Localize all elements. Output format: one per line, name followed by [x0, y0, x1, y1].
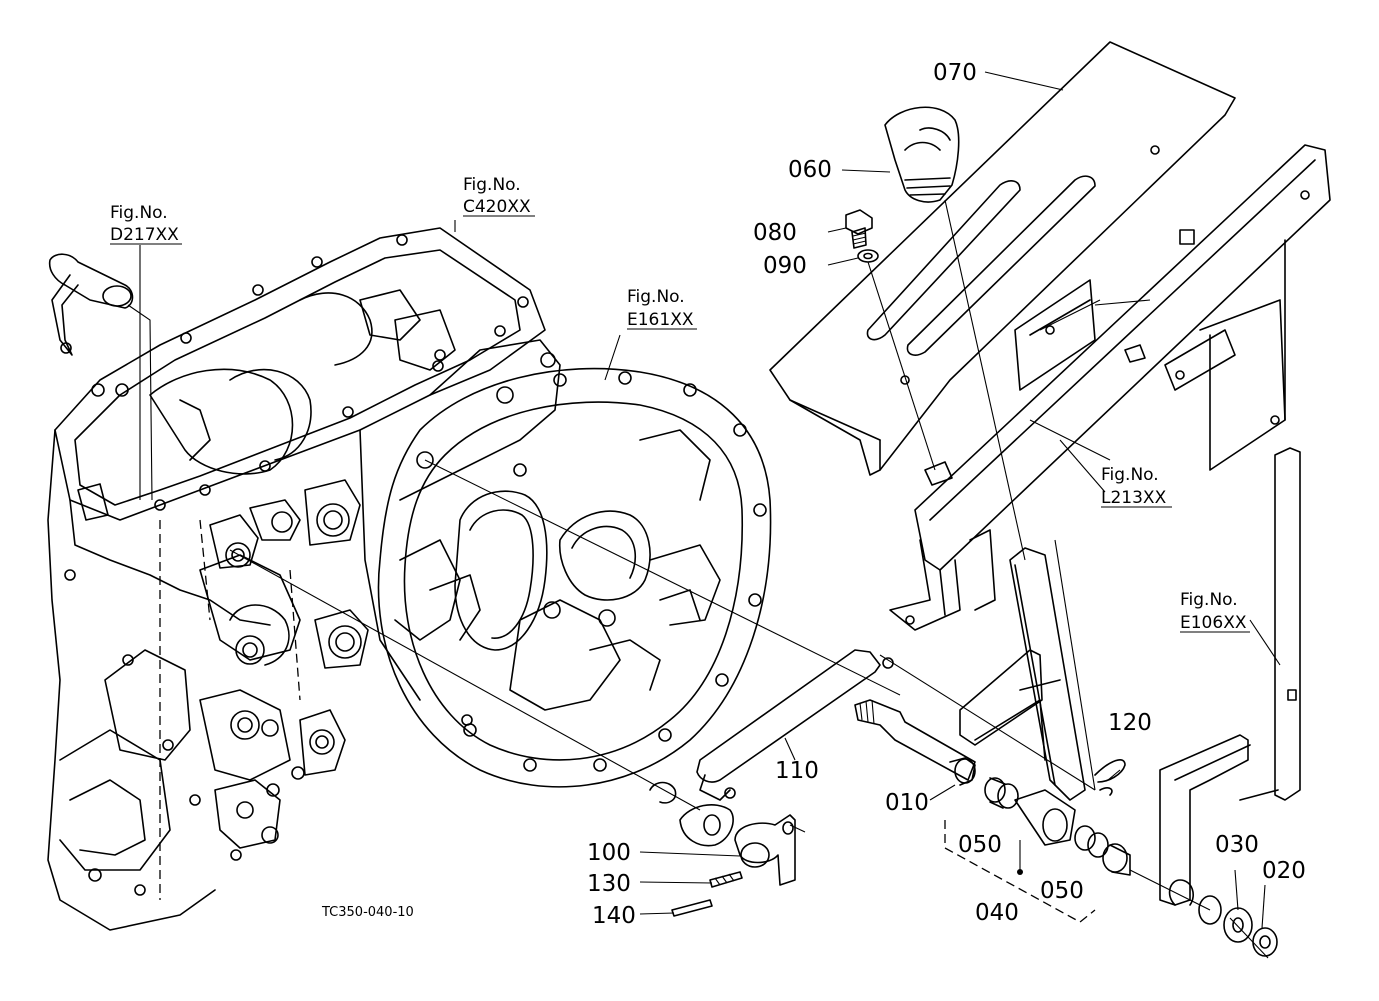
figure-reference-labels: Fig.No. D217XX Fig.No. C420XX Fig.No. E1…	[110, 175, 1250, 633]
part-number-130: 130	[587, 871, 631, 897]
figure-ref-label: Fig.No.	[463, 175, 521, 195]
part-number-110: 110	[775, 758, 819, 784]
figure-ref-l213xx: Fig.No. L213XX	[1101, 465, 1172, 508]
figure-ref-code: L213XX	[1101, 488, 1167, 508]
part-number-120: 120	[1108, 710, 1152, 736]
bolt-080-drawing	[845, 209, 879, 263]
part-number-040: 040	[975, 900, 1019, 926]
figure-ref-code: E161XX	[627, 310, 694, 330]
knob-060-drawing	[884, 106, 960, 203]
figure-ref-label: Fig.No.	[1101, 465, 1159, 485]
part-number-050: 050	[958, 832, 1002, 858]
part-number-100: 100	[587, 840, 631, 866]
lever-110-drawing	[649, 649, 894, 917]
part-number-030: 030	[1215, 832, 1259, 858]
figure-ref-code: D217XX	[110, 225, 179, 245]
shift-lever-d217-drawing	[48, 253, 134, 356]
pedal-arm-040-drawing	[959, 547, 1131, 876]
part-number-140: 140	[592, 903, 636, 929]
part-number-080: 080	[753, 220, 797, 246]
shaft-010-drawing	[854, 699, 1019, 809]
part-number-070: 070	[933, 60, 977, 86]
figure-ref-label: Fig.No.	[110, 203, 168, 223]
figure-ref-code: E106XX	[1180, 613, 1247, 633]
part-number-020: 020	[1262, 858, 1306, 884]
figure-ref-e161xx: Fig.No. E161XX	[627, 287, 697, 330]
figure-ref-e106xx: Fig.No. E106XX	[1180, 590, 1250, 633]
figure-ref-c420xx: Fig.No. C420XX	[463, 175, 535, 217]
figure-ref-code: C420XX	[463, 197, 531, 217]
transmission-case-drawing	[47, 227, 561, 931]
figure-ref-d217xx: Fig.No. D217XX	[110, 203, 182, 245]
part-number-010: 010	[885, 790, 929, 816]
part-number-labels: 070 060 080 090 120 110 010 050 050 040 …	[587, 60, 1306, 929]
part-number-050: 050	[1040, 878, 1084, 904]
part-number-060: 060	[788, 157, 832, 183]
figure-ref-label: Fig.No.	[1180, 590, 1238, 610]
part-number-090: 090	[763, 253, 807, 279]
cover-plate-070-drawing	[769, 41, 1236, 486]
figure-ref-label: Fig.No.	[627, 287, 685, 307]
drawing-code: TC350-040-10	[321, 905, 414, 920]
leader-lines	[127, 71, 1281, 959]
frame-l213-drawing	[889, 144, 1331, 631]
clutch-housing-drawing	[377, 367, 772, 788]
